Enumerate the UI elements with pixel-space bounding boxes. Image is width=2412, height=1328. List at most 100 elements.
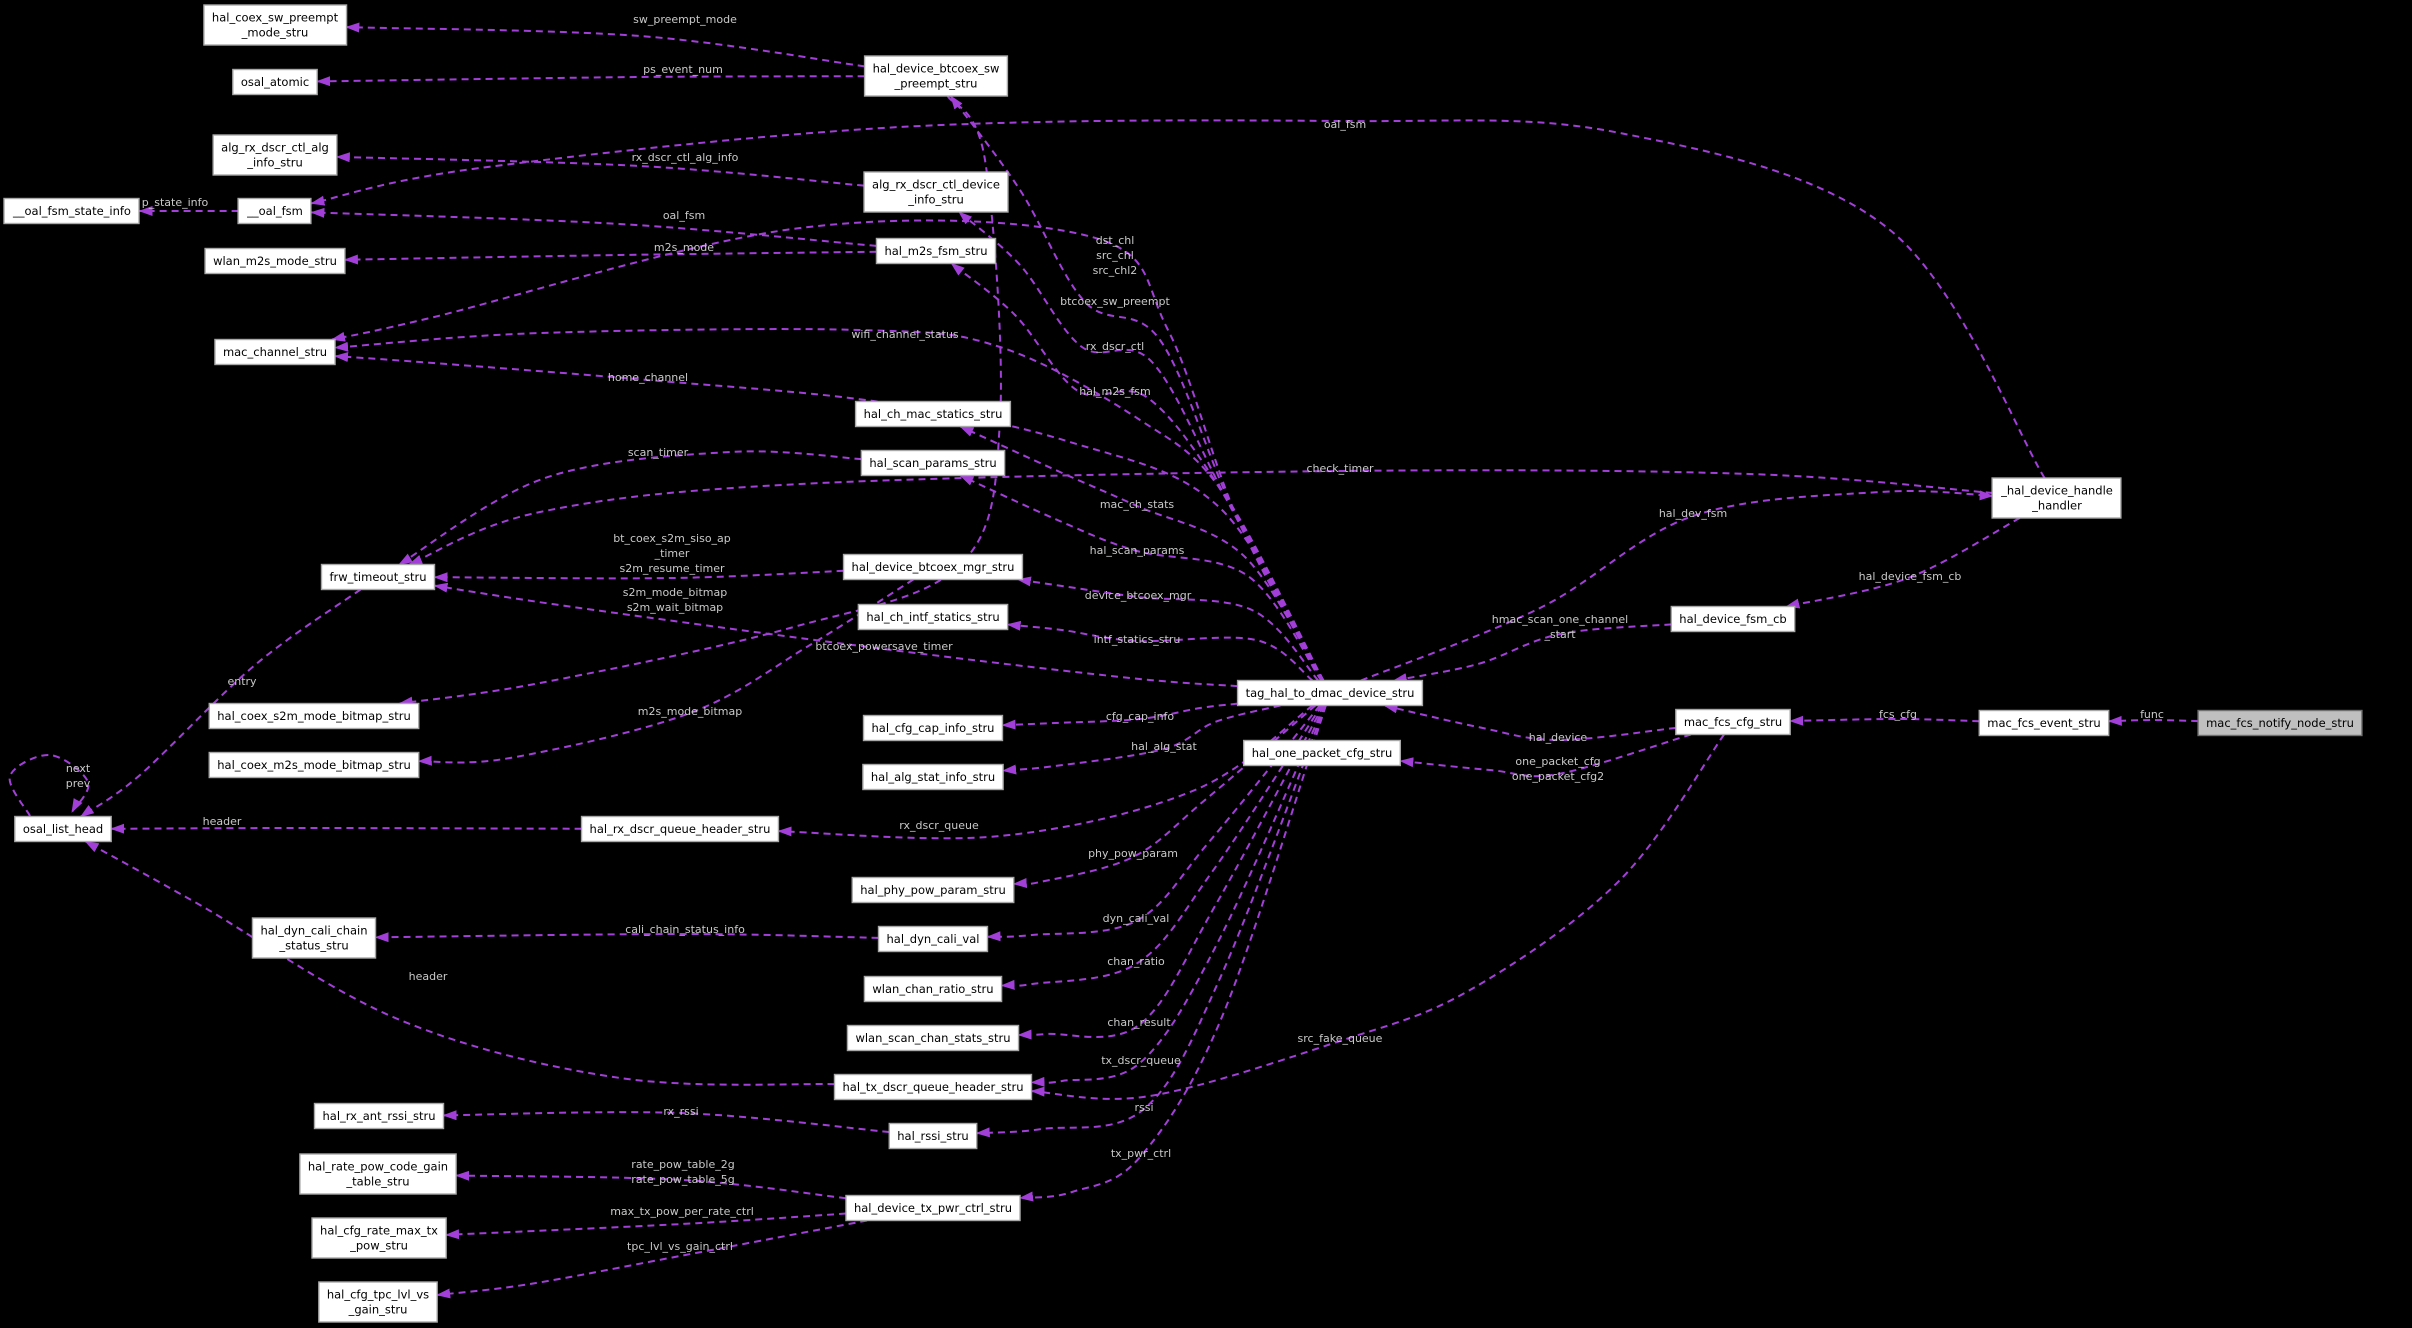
edge-label-fcs_cfg: fcs_cfg xyxy=(1879,708,1917,721)
edge-label-m2s_mode: m2s_mode xyxy=(654,241,714,254)
node-hal_cfg_cap_info_stru[interactable]: hal_cfg_cap_info_stru xyxy=(862,714,1004,742)
node-hal_ch_intf_statics_stru[interactable]: hal_ch_intf_statics_stru xyxy=(857,603,1009,631)
node-hal_rssi_stru[interactable]: hal_rssi_stru xyxy=(888,1122,978,1150)
node-hal_rx_dscr_queue_header_stru[interactable]: hal_rx_dscr_queue_header_stru xyxy=(580,815,780,843)
node-box xyxy=(842,553,1024,581)
node-hal_device_btcoex_sw_preempt_stru[interactable]: hal_device_btcoex_sw_preempt_stru xyxy=(863,55,1009,97)
node-hal_dyn_cali_val[interactable]: hal_dyn_cali_val xyxy=(877,925,989,953)
node-label: hal_dyn_cali_val xyxy=(887,932,980,946)
node-box xyxy=(863,975,1003,1003)
edge-label-header: header xyxy=(203,815,242,828)
node-hal_tx_dscr_queue_header_stru[interactable]: hal_tx_dscr_queue_header_stru xyxy=(833,1073,1033,1101)
node-label: hal_device_btcoex_sw_preempt_stru xyxy=(873,62,1000,91)
node-label: alg_rx_dscr_ctl_alg_info_stru xyxy=(221,141,329,170)
node-mac_fcs_event_stru[interactable]: mac_fcs_event_stru xyxy=(1978,709,2110,737)
node-box xyxy=(237,197,312,225)
node-box xyxy=(580,815,780,843)
node-label: hal_m2s_fsm_stru xyxy=(884,244,987,258)
node-hal_alg_stat_info_stru[interactable]: hal_alg_stat_info_stru xyxy=(862,763,1004,791)
node-label: osal_atomic xyxy=(241,75,309,89)
node-hal_scan_params_stru[interactable]: hal_scan_params_stru xyxy=(860,449,1006,477)
node-frw_timeout_stru[interactable]: frw_timeout_stru xyxy=(320,563,436,591)
node-hal_cfg_rate_max_tx_pow_stru[interactable]: hal_cfg_rate_max_tx_pow_stru xyxy=(311,1217,447,1259)
edge-hmac_scan_one_channel-44 xyxy=(1392,623,1672,683)
node-box xyxy=(875,237,997,265)
node-hal_one_packet_cfg_stru[interactable]: hal_one_packet_cfg_stru xyxy=(1242,739,1402,767)
node-mac_fcs_cfg_stru[interactable]: mac_fcs_cfg_stru xyxy=(1675,708,1791,736)
node-box xyxy=(1242,739,1402,767)
node-hal_coex_m2s_mode_bitmap_stru[interactable]: hal_coex_m2s_mode_bitmap_stru xyxy=(208,751,420,779)
edge-label-src_fake_queue: src_fake_queue xyxy=(1298,1032,1383,1045)
node-hal_device_btcoex_mgr_stru[interactable]: hal_device_btcoex_mgr_stru xyxy=(842,553,1024,581)
node-mac_fcs_notify_node_stru[interactable]: mac_fcs_notify_node_stru xyxy=(2197,709,2363,737)
node-_hal_device_handle_handler[interactable]: _hal_device_handle_handler xyxy=(1991,477,2122,519)
node-label: mac_fcs_event_stru xyxy=(1987,716,2100,730)
edge-rssi-36 xyxy=(975,705,1327,1138)
edge-label-hal_alg_stat: hal_alg_stat xyxy=(1131,740,1197,753)
node-box xyxy=(1670,605,1796,633)
node-__oal_fsm[interactable]: __oal_fsm xyxy=(237,197,312,225)
node-label: hal_alg_stat_info_stru xyxy=(871,770,995,784)
node-wlan_scan_chan_stats_stru[interactable]: wlan_scan_chan_stats_stru xyxy=(846,1024,1020,1052)
node-label: hal_cfg_cap_info_stru xyxy=(872,721,995,735)
node-box xyxy=(232,68,318,96)
edge-chan_ratio-33 xyxy=(1000,704,1323,990)
edge-label-btcoex_powersave_timer: btcoex_powersave_timer xyxy=(815,640,953,653)
node-label: hal_scan_params_stru xyxy=(869,456,996,470)
node-label: mac_fcs_notify_node_stru xyxy=(2206,716,2354,730)
node-box xyxy=(846,1024,1020,1052)
node-hal_dyn_cali_chain_status_stru[interactable]: hal_dyn_cali_chain_status_stru xyxy=(251,917,377,959)
edge-scan_timer-17 xyxy=(398,450,862,566)
edge-header-25 xyxy=(110,823,582,834)
edge-layer xyxy=(8,22,2199,1299)
edge-label-btcoex_sw_preempt: btcoex_sw_preempt xyxy=(1060,295,1170,308)
node-label: tag_hal_to_dmac_device_stru xyxy=(1246,686,1415,700)
node-label: hal_device_fsm_cb xyxy=(1679,612,1786,626)
node-alg_rx_dscr_ctl_alg_info_stru[interactable]: alg_rx_dscr_ctl_alg_info_stru xyxy=(212,134,338,176)
edge-dyn_cali_val-32 xyxy=(986,704,1321,942)
node-hal_rate_pow_code_gain_table_stru[interactable]: hal_rate_pow_code_gain_table_stru xyxy=(299,1153,457,1195)
node-wlan_m2s_mode_stru[interactable]: wlan_m2s_mode_stru xyxy=(204,247,346,275)
edge-check_timer-18 xyxy=(408,469,1993,566)
node-box xyxy=(857,603,1009,631)
node-wlan_chan_ratio_stru[interactable]: wlan_chan_ratio_stru xyxy=(863,975,1003,1003)
node-hal_device_fsm_cb[interactable]: hal_device_fsm_cb xyxy=(1670,605,1796,633)
node-hal_m2s_fsm_stru[interactable]: hal_m2s_fsm_stru xyxy=(875,237,997,265)
node-hal_phy_pow_param_stru[interactable]: hal_phy_pow_param_stru xyxy=(851,876,1015,904)
edge-rate_pow_table_2g-39 xyxy=(455,1170,847,1200)
node-osal_list_head[interactable]: osal_list_head xyxy=(14,815,112,843)
edge-label-layer: sw_preempt_modeps_event_numrx_dscr_ctl_a… xyxy=(66,13,2164,1253)
edge-label-rx_dscr_ctl: rx_dscr_ctl xyxy=(1086,340,1144,353)
node-label: hal_rx_dscr_queue_header_stru xyxy=(590,822,771,836)
node-hal_rx_ant_rssi_stru[interactable]: hal_rx_ant_rssi_stru xyxy=(313,1102,445,1130)
node-box xyxy=(318,1281,438,1323)
node-label: wlan_chan_ratio_stru xyxy=(872,982,993,996)
node-mac_channel_stru[interactable]: mac_channel_stru xyxy=(214,338,336,366)
node-label: wlan_m2s_mode_stru xyxy=(213,254,337,268)
node-hal_coex_sw_preempt_mode_stru[interactable]: hal_coex_sw_preempt_mode_stru xyxy=(203,4,348,46)
edge-one_packet_cfg-46 xyxy=(1399,733,1692,778)
node-osal_atomic[interactable]: osal_atomic xyxy=(232,68,318,96)
edge-header-26 xyxy=(84,840,835,1086)
edge-hal_dev_fsm-42 xyxy=(1360,490,1994,682)
node-label: hal_phy_pow_param_stru xyxy=(860,883,1006,897)
edge-label-cfg_cap_info: cfg_cap_info xyxy=(1106,710,1175,723)
node-hal_device_tx_pwr_ctrl_stru[interactable]: hal_device_tx_pwr_ctrl_stru xyxy=(845,1194,1021,1222)
edge-label-p_state_info: p_state_info xyxy=(142,196,209,209)
node-box xyxy=(214,338,336,366)
node-hal_coex_s2m_mode_bitmap_stru[interactable]: hal_coex_s2m_mode_bitmap_stru xyxy=(208,702,420,730)
node-__oal_fsm_state_info[interactable]: __oal_fsm_state_info xyxy=(3,197,140,225)
edge-label-hal_device: hal_device xyxy=(1529,731,1588,744)
node-box xyxy=(2197,709,2363,737)
node-box xyxy=(1675,708,1791,736)
node-alg_rx_dscr_ctl_device_info_stru[interactable]: alg_rx_dscr_ctl_device_info_stru xyxy=(863,171,1009,213)
node-hal_ch_mac_statics_stru[interactable]: hal_ch_mac_statics_stru xyxy=(854,400,1012,428)
node-box xyxy=(320,563,436,591)
edge-label-phy_pow_param: phy_pow_param xyxy=(1088,847,1178,860)
node-hal_cfg_tpc_lvl_vs_gain_stru[interactable]: hal_cfg_tpc_lvl_vs_gain_stru xyxy=(318,1281,438,1323)
node-tag_hal_to_dmac_device_stru[interactable]: tag_hal_to_dmac_device_stru xyxy=(1236,679,1424,707)
node-label: hal_one_packet_cfg_stru xyxy=(1252,746,1393,760)
